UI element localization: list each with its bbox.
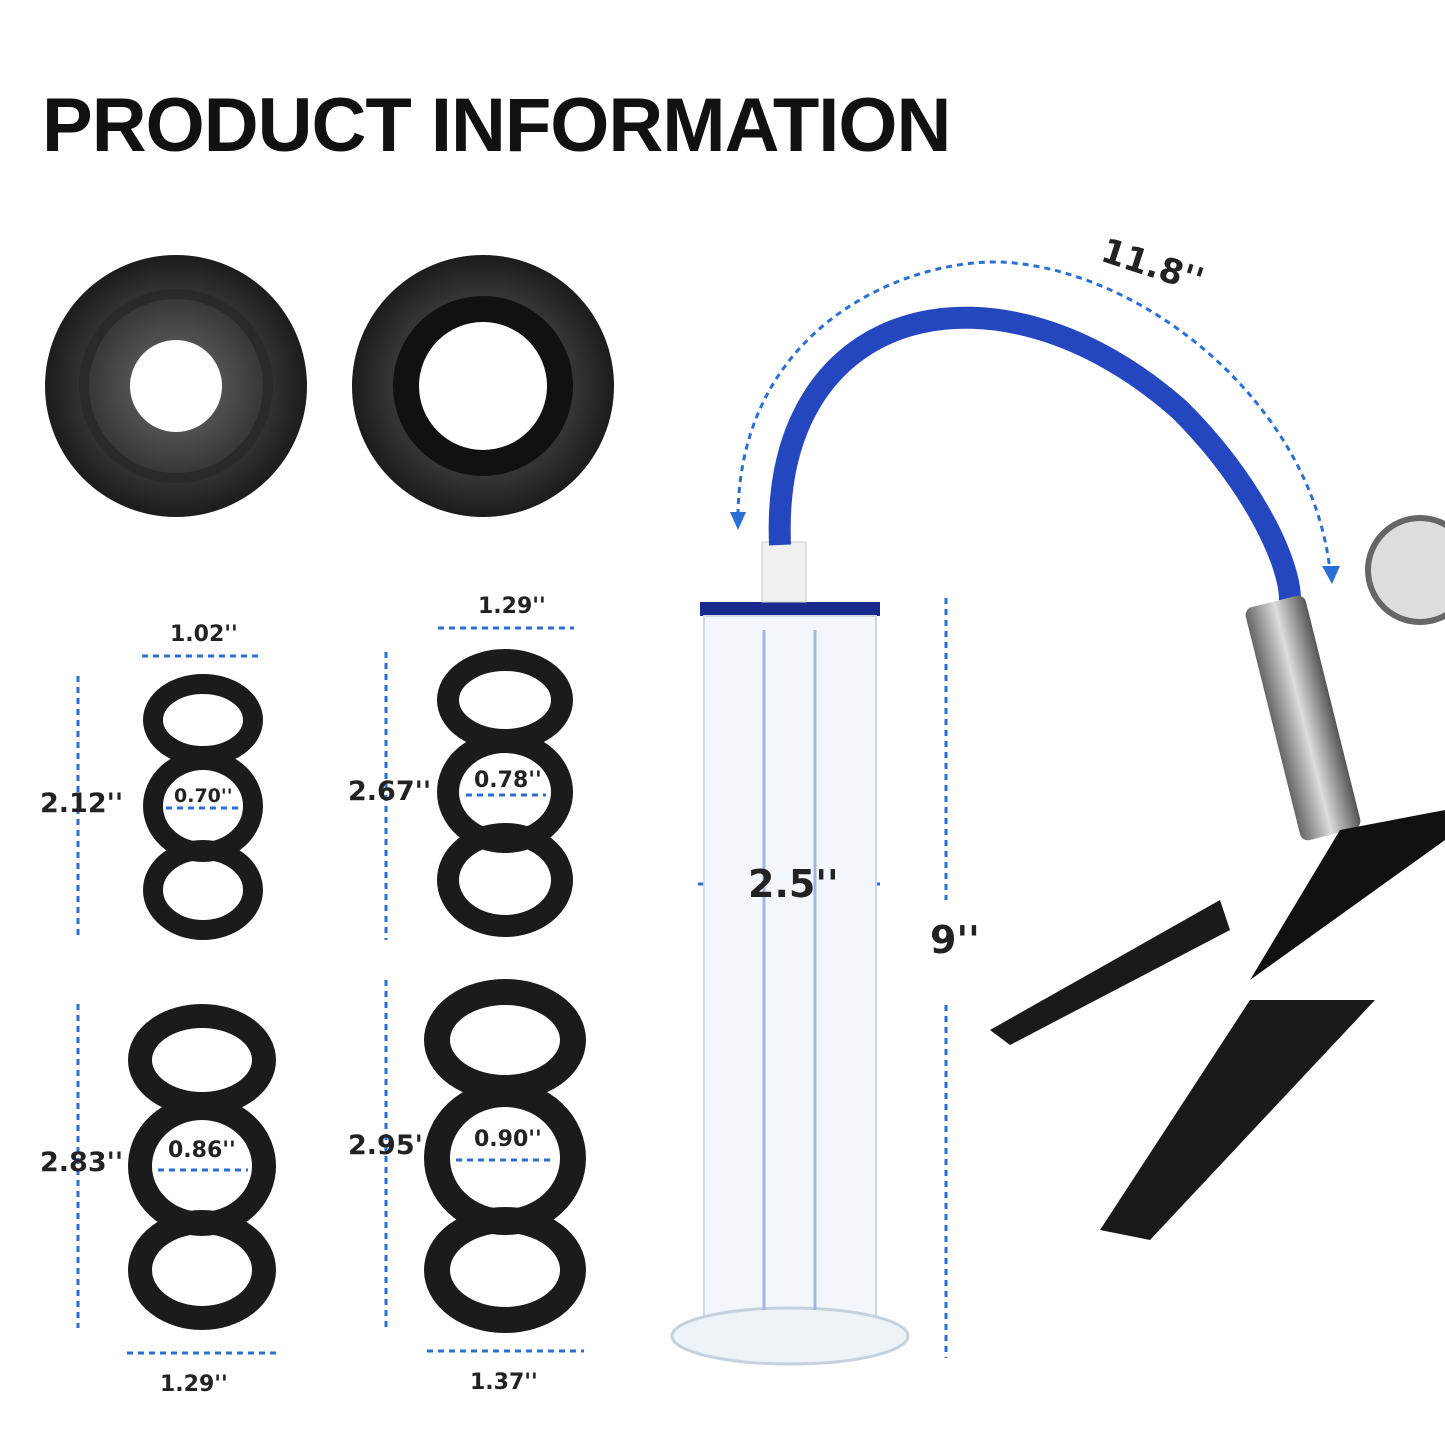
ring-1 <box>143 674 263 940</box>
sleeve-small-hole <box>45 255 307 517</box>
ring-3 <box>128 1004 276 1330</box>
ring-4-width: 1.37'' <box>470 1370 538 1395</box>
ring-3-width: 1.29'' <box>160 1372 228 1397</box>
sleeve-large-hole <box>352 255 614 517</box>
ring-3-inner: 0.86'' <box>168 1138 236 1163</box>
page-title: PRODUCT INFORMATION <box>42 83 951 168</box>
ring-4 <box>424 979 586 1333</box>
ring-1-width: 1.02'' <box>170 622 238 647</box>
vacuum-cylinder <box>670 541 910 1366</box>
ring-3-height: 2.83'' <box>40 1147 124 1178</box>
rings <box>128 649 586 1333</box>
ring-1-inner: 0.70'' <box>174 785 233 807</box>
ring-4-height: 2.95' <box>348 1130 423 1161</box>
cylinder-height-label: 9'' <box>930 918 980 962</box>
hand-pump <box>990 515 1445 1240</box>
ring-2 <box>437 649 573 937</box>
ring-4-inner: 0.90'' <box>474 1127 542 1152</box>
cylinder-diameter-label: 2.5'' <box>748 862 839 906</box>
hose <box>768 306 1301 601</box>
ring-2-inner: 0.78'' <box>474 768 542 793</box>
ring-2-height: 2.67'' <box>348 776 432 807</box>
ring-2-width: 1.29'' <box>478 594 546 619</box>
ring-1-height: 2.12'' <box>40 788 124 819</box>
